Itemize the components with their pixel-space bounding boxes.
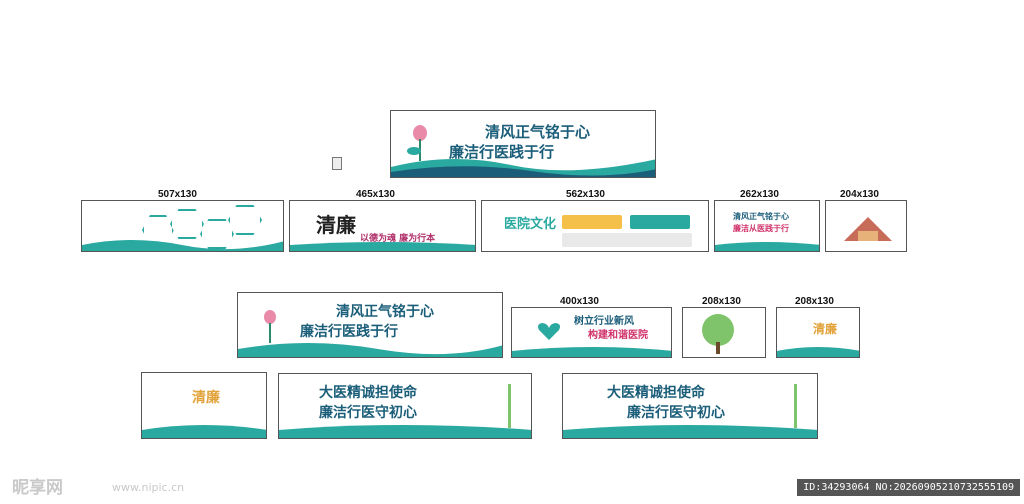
brand-watermark: 昵享网	[12, 478, 63, 498]
hex-badge	[228, 205, 262, 235]
chip	[562, 233, 692, 247]
r2-1-line-1: 清风正气铭于心	[336, 304, 434, 320]
lotus-icon	[264, 310, 276, 343]
wave-decoration	[290, 242, 475, 251]
wave-decoration	[563, 425, 817, 438]
chip	[562, 215, 622, 229]
chip	[630, 215, 690, 229]
tree-icon	[702, 314, 734, 354]
r3-3-line-1: 大医精诚担使命	[607, 385, 705, 401]
size-label: 562x130	[566, 189, 605, 200]
wave-decoration	[82, 240, 283, 251]
size-label: 204x130	[840, 189, 879, 200]
panel-r2-1: 清风正气铭于心 廉洁行医践于行	[237, 292, 503, 358]
size-label: 465x130	[356, 189, 395, 200]
top-line-1: 清风正气铭于心	[485, 123, 591, 141]
wave-decoration	[715, 242, 819, 251]
illustration-icon	[844, 217, 892, 241]
panel-r3-1: 清廉	[141, 372, 267, 439]
r3-3-line-2: 廉洁行医守初心	[627, 405, 725, 421]
size-label: 262x130	[740, 189, 779, 200]
panel-r3-3: 大医精诚担使命 廉洁行医守初心	[562, 373, 818, 439]
panel-r1-3: 医院文化	[481, 200, 709, 252]
wave-decoration	[142, 425, 266, 438]
panel-r1-2: 清廉 以德为魂 廉为行本	[289, 200, 476, 252]
brand-url: www.nipic.cn	[112, 481, 185, 494]
hospital-culture-title: 医院文化	[504, 217, 557, 232]
panel-top: 清风正气铭于心 廉洁行医践于行	[390, 110, 656, 178]
size-label: 208x130	[702, 296, 741, 307]
size-label: 400x130	[560, 296, 599, 307]
r2-1-line-2: 廉洁行医践于行	[300, 324, 398, 340]
r1-4-line-2: 廉洁从医践于行	[733, 223, 789, 233]
panel-r2-2: 树立行业新风 构建和谐医院	[511, 307, 672, 358]
calligraphy-subtitle: 以德为魂 廉为行本	[360, 234, 436, 244]
calligraphy-text: 清廉	[316, 213, 356, 237]
bamboo-icon	[794, 384, 797, 428]
r3-2-line-2: 廉洁行医守初心	[319, 405, 417, 421]
wave-decoration	[391, 159, 655, 177]
document-icon	[332, 157, 342, 170]
r3-1-text: 清廉	[192, 390, 220, 406]
panel-r2-4: 清廉	[776, 307, 860, 358]
r3-2-line-1: 大医精诚担使命	[319, 385, 417, 401]
panel-r1-4: 清风正气铭于心 廉洁从医践于行	[714, 200, 820, 252]
size-label: 208x130	[795, 296, 834, 307]
size-label: 507x130	[158, 189, 197, 200]
lotus-icon	[407, 125, 427, 161]
hex-badge	[170, 209, 204, 239]
panel-r3-2: 大医精诚担使命 廉洁行医守初心	[278, 373, 532, 439]
wave-decoration	[238, 343, 502, 357]
wave-decoration	[512, 347, 671, 357]
panel-r1-5	[825, 200, 907, 252]
bamboo-icon	[508, 384, 511, 428]
top-line-2: 廉洁行医践于行	[449, 143, 555, 161]
heart-hands-icon	[538, 323, 560, 340]
r2-4-text: 清廉	[813, 322, 838, 336]
hex-badge	[200, 219, 234, 249]
image-id: ID:34293064 NO:20260905210732555109	[797, 479, 1020, 496]
panel-r1-1	[81, 200, 284, 252]
r1-4-line-1: 清风正气铭于心	[733, 211, 789, 221]
wave-decoration	[279, 425, 531, 438]
panel-r2-3	[682, 307, 766, 358]
r2-2-line-2: 构建和谐医院	[588, 330, 648, 341]
r2-2-line-1: 树立行业新风	[574, 316, 634, 327]
wave-decoration	[777, 347, 859, 357]
